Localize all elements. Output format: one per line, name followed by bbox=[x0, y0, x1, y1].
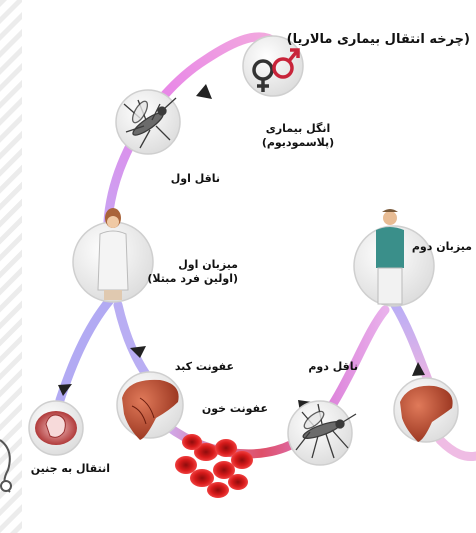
fetal-circle bbox=[29, 401, 83, 455]
label-host2-line1: میزبان دوم bbox=[410, 240, 472, 254]
label-vector1: ناقل اول bbox=[160, 172, 220, 186]
label-host1-line1: میزبان اول bbox=[142, 258, 238, 272]
label-fetal-line1: انتقال به جنین bbox=[26, 462, 110, 476]
vector1-circle bbox=[116, 90, 180, 154]
liver2-circle bbox=[394, 378, 458, 442]
label-blood: عفونت خون bbox=[208, 402, 268, 416]
label-host1: میزبان اول (اولین فرد مبتلا) bbox=[142, 258, 238, 286]
label-liver1-line1: عفونت کبد bbox=[178, 360, 234, 374]
label-vector1-line1: ناقل اول bbox=[160, 172, 220, 186]
label-host2: میزبان دوم bbox=[410, 240, 472, 254]
label-host1-line2: (اولین فرد مبتلا) bbox=[142, 272, 238, 286]
label-parasite-line1: انگل بیماری bbox=[248, 122, 348, 136]
label-vector2-line1: ناقل دوم bbox=[302, 360, 358, 374]
label-parasite-line2: (پلاسمودیوم) bbox=[248, 136, 348, 150]
fetus-icon bbox=[35, 411, 77, 445]
label-liver1: عفونت کبد bbox=[178, 360, 234, 374]
label-parasite: انگل بیماری (پلاسمودیوم) bbox=[248, 122, 348, 150]
label-vector2: ناقل دوم bbox=[302, 360, 358, 374]
diagram-title: (چرخه انتقال بیماری مالاریا) bbox=[306, 32, 470, 48]
label-fetal: انتقال به جنین bbox=[26, 462, 110, 476]
label-blood-line1: عفونت خون bbox=[208, 402, 268, 416]
